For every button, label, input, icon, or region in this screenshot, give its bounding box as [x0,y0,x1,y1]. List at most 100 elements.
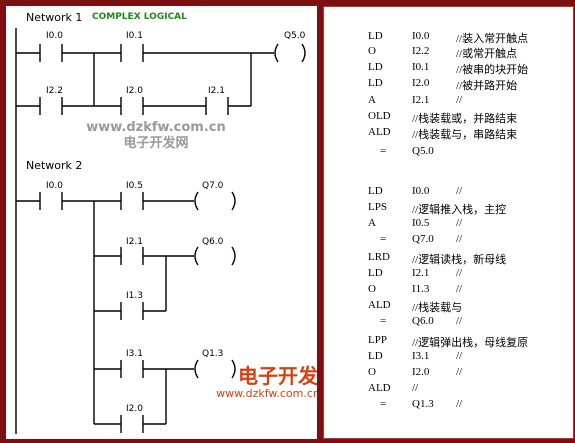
coil-n1 [274,43,306,63]
contact-label: I3.1 [126,349,143,359]
instruction-operand: Q5.0 [412,145,434,157]
instruction-op: = [380,145,387,157]
contact-n1-c2 [120,44,144,62]
instruction-op: LD [368,61,383,73]
instruction-comment: // [456,185,463,197]
instruction-row: O I2.0 // [324,366,575,382]
coil-label: Q1.3 [202,349,223,359]
network1-subtitle: COMPLEX LOGICAL [92,12,187,22]
instruction-operand: I0.1 [412,61,430,73]
instruction-row: LRD //逻辑读栈，新母线 [324,251,575,267]
instruction-row: OLD //栈装载或，并路结束 [324,110,575,126]
instruction-operand: I0.0 [412,185,430,197]
instruction-op: LD [368,350,383,362]
instruction-row: LD I0.0 // [324,185,575,201]
contact-n2-c1 [39,192,63,210]
contact-label: I0.5 [126,181,143,191]
instruction-operand: I2.0 [412,366,430,378]
instruction-comment: //被并路开始 [456,80,518,92]
instruction-row: A I2.1 // [324,94,575,110]
contact-label: I2.1 [126,237,143,247]
watermark-brand: 电子开发王 [238,364,317,388]
instruction-op: LD [368,30,383,42]
contact-n1-c5 [205,97,229,115]
instruction-operand: I2.1 [412,94,430,106]
instruction-op: LPP [368,334,387,346]
coil-n2-1 [194,191,236,211]
instruction-row: = Q7.0 // [324,233,575,249]
instruction-row: ALD// [324,382,575,398]
instruction-comment: // [456,283,463,295]
instruction-op: LD [368,185,383,197]
instruction-comment: // [456,94,463,106]
contact-label: I2.0 [126,86,143,96]
contact-n1-c4 [120,97,144,115]
instruction-op: = [380,315,387,327]
contact-n2-c5 [120,360,144,378]
instruction-op: = [380,233,387,245]
instruction-row: LPS //逻辑推入栈，主控 [324,201,575,217]
contact-label: I2.1 [208,86,225,96]
coil-n2-3 [194,359,236,379]
instruction-row: LPP //逻辑弹出栈，母线复原 [324,334,575,350]
ladder-panel: Network 1 COMPLEX LOGICAL I0.0 I0.1 Q5.0 [6,6,317,439]
contact-n2-c4 [120,302,144,320]
instruction-row: LD I0.1 //被串的块开始 [324,61,575,77]
ladder-diagram: Network 1 COMPLEX LOGICAL I0.0 I0.1 Q5.0 [15,11,317,434]
instruction-row: ALD //栈装载与，串路结束 [324,126,575,142]
instruction-comment: //被串的块开始 [456,64,529,76]
instruction-operand: I0.0 [412,30,430,42]
instruction-operand: //逻辑弹出栈，母线复原 [412,337,529,349]
instruction-row: ALD//栈装载与 [324,299,575,315]
instruction-row: =Q6.0// [324,315,575,331]
contact-n1-c1 [39,44,63,62]
contact-n2-c2 [120,192,144,210]
instruction-row: =Q1.3// [324,398,575,414]
instruction-operand: //栈装载或，并路结束 [412,113,518,125]
instruction-comment: // [456,233,463,245]
coil-label: Q7.0 [202,181,224,191]
instruction-operand: I1.3 [412,283,430,295]
instruction-operand: I0.5 [412,217,430,229]
instruction-op: LPS [368,201,387,213]
instruction-operand: //逻辑推入栈，主控 [412,204,507,216]
contact-label: I1.3 [126,291,143,301]
network1-title: Network 1 [26,11,82,24]
instruction-op: O [368,366,376,378]
coil-label: Q6.0 [202,237,224,247]
instruction-op: OLD [368,110,391,122]
instruction-operand: I3.1 [412,350,430,362]
instruction-row: LD I3.1 // [324,350,575,366]
instruction-comment: // [456,350,463,362]
instruction-comment: // [456,398,463,410]
instruction-operand: I2.1 [412,267,430,279]
contact-label: I2.0 [126,404,143,414]
instruction-comment: //或常开触点 [456,48,518,60]
instruction-operand: Q6.0 [412,315,434,327]
watermark-cn: 电子开发网 [123,135,188,151]
instruction-op: A [368,94,376,106]
instruction-operand: //栈装载与，串路结束 [412,129,518,141]
instruction-operand: I2.0 [412,77,430,89]
instruction-comment: // [456,366,463,378]
watermark-url: www.dzkfw.com.cn [86,120,226,135]
instruction-operand: //逻辑读栈，新母线 [412,254,507,266]
instruction-op: A [368,217,376,229]
instruction-operand: Q7.0 [412,233,434,245]
instruction-comment: // [456,267,463,279]
contact-label: I2.2 [46,86,63,96]
instruction-op: O [368,45,376,57]
instruction-op: LRD [368,251,390,263]
instruction-op: ALD [368,126,391,138]
contact-n1-c3 [39,97,63,115]
contact-label: I0.0 [46,181,63,191]
instruction-op: ALD [368,382,391,394]
contact-label: I0.0 [46,31,63,41]
